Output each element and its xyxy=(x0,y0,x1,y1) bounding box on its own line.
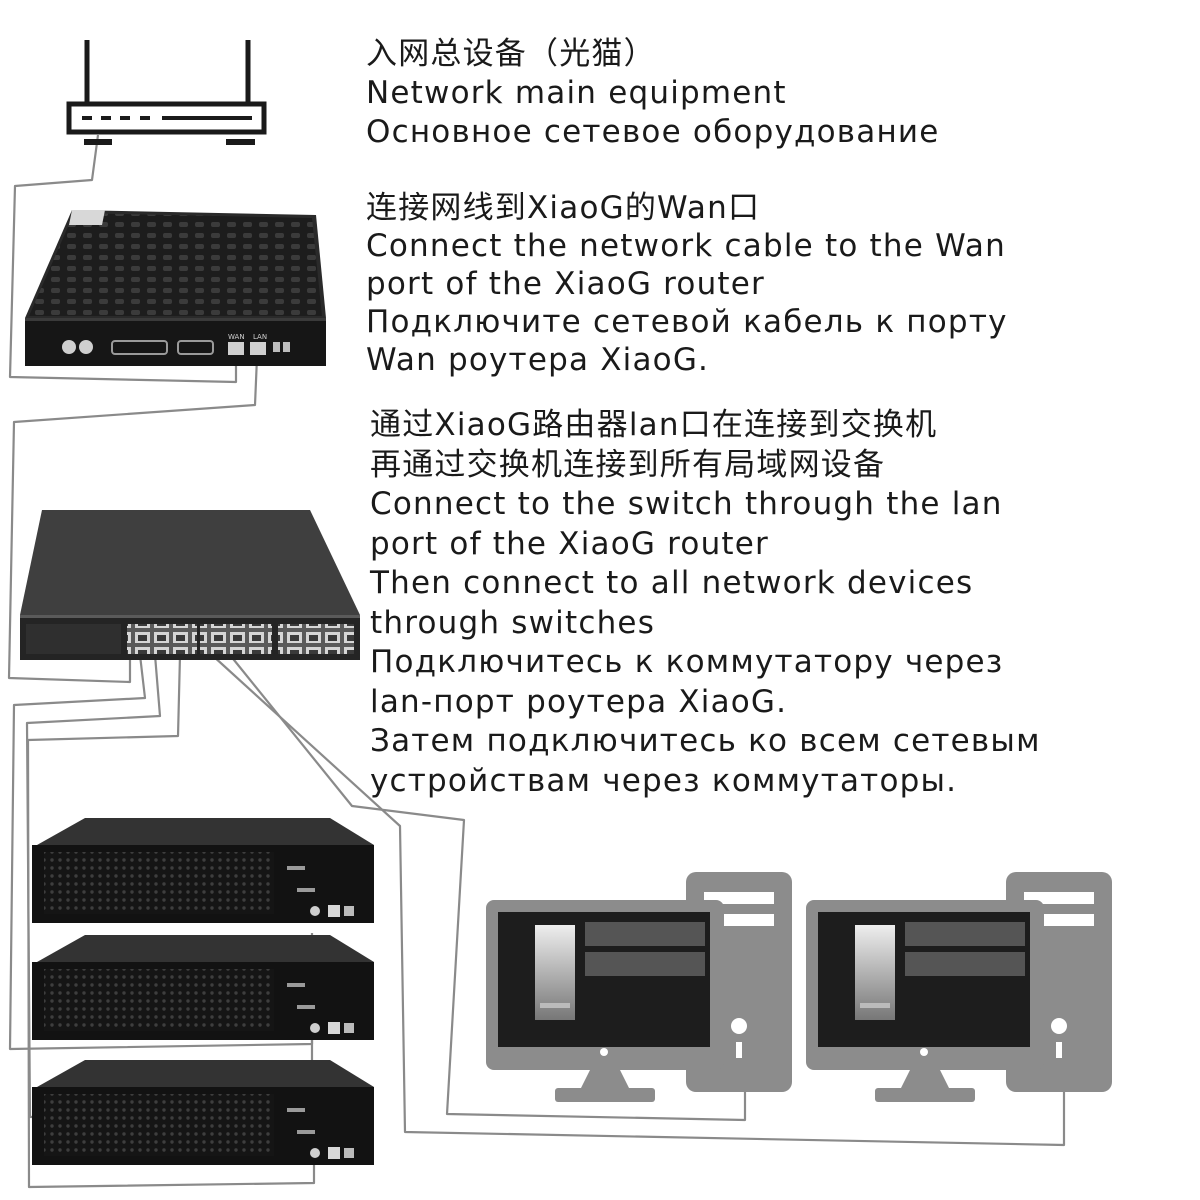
server-chassis-icon xyxy=(32,818,374,1165)
step-router-zh: 连接网线到XiaoG的Wan口 xyxy=(366,190,761,226)
desktop-computer-icon xyxy=(486,872,1112,1102)
network-cables xyxy=(7,134,1066,1189)
server-unit xyxy=(32,1060,374,1165)
step-switch-zh-1: 通过XiaoG路由器lan口在连接到交换机 xyxy=(370,407,938,443)
step-switch-zh-2: 再通过交换机连接到所有局域网设备 xyxy=(370,446,886,483)
step-router-text: 连接网线到XiaoG的Wan口 Connect the network cabl… xyxy=(366,189,1008,379)
computer-unit-1 xyxy=(486,872,792,1102)
step-switch-en-1: Connect to the switch through the lan xyxy=(370,486,1003,522)
wan-port xyxy=(228,342,244,355)
lan-port xyxy=(250,342,266,355)
step-router-en-1: Connect the network cable to the Wan xyxy=(366,228,1006,264)
cable-lan-to-switch xyxy=(7,356,259,684)
step-switch-ru-2: lan-порт роутера XiaoG. xyxy=(370,683,788,720)
modem-icon xyxy=(66,40,267,145)
cable-switch-to-server-3 xyxy=(26,654,316,1189)
step-router-ru-2: Wan роутера XiaoG. xyxy=(366,342,710,378)
router-device-icon: WAN LAN xyxy=(25,210,326,366)
cable-switch-to-pc-2 xyxy=(229,654,747,1122)
step-router-en-2: port of the XiaoG router xyxy=(366,266,765,302)
server-unit xyxy=(32,818,374,923)
step-switch-text: 通过XiaoG路由器lan口在连接到交换机 再通过交换机连接到所有局域网设备 C… xyxy=(370,406,1041,801)
step-main-equipment-text: 入网总设备（光猫） Network main equipment Основно… xyxy=(366,35,940,152)
step-main-zh: 入网总设备（光猫） xyxy=(366,36,656,72)
step-switch-en-3: Then connect to all network devices xyxy=(370,565,974,601)
network-switch-icon xyxy=(20,510,360,660)
step-switch-ru-4: устройствам через коммутаторы. xyxy=(370,762,958,799)
cable-modem-to-wan xyxy=(8,134,238,384)
step-router-ru-1: Подключите сетевой кабель к порту xyxy=(366,304,1008,340)
step-switch-ru-3: Затем подключитесь ко всем сетевым xyxy=(370,723,1041,759)
computer-unit-2 xyxy=(806,872,1112,1102)
cable-switch-to-pc-1 xyxy=(211,654,1066,1147)
server-unit xyxy=(32,935,374,1040)
step-switch-ru-1: Подключитесь к коммутатору через xyxy=(370,644,1004,680)
step-switch-en-4: through switches xyxy=(370,604,656,641)
step-main-ru: Основное сетевое оборудование xyxy=(366,114,940,150)
step-main-en: Network main equipment xyxy=(366,75,787,111)
router-wan-label: WAN xyxy=(228,333,245,341)
step-switch-en-2: port of the XiaoG router xyxy=(370,525,769,562)
router-lan-label: LAN xyxy=(253,333,267,341)
